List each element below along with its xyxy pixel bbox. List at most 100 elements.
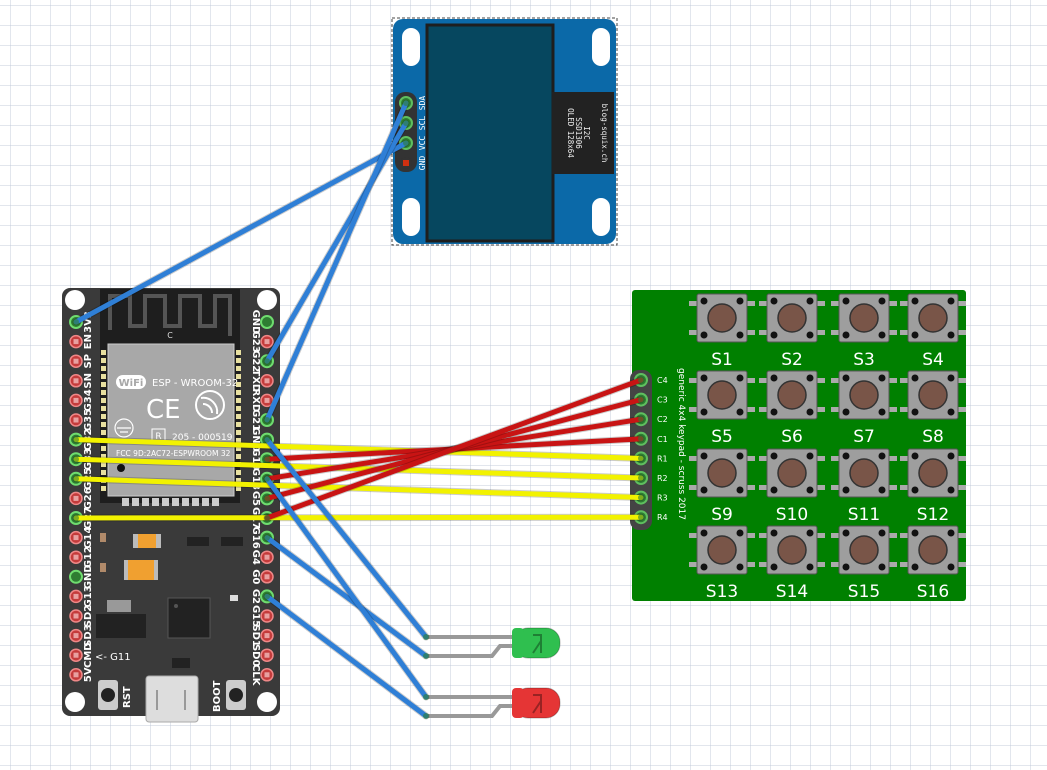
module-pad <box>101 406 106 411</box>
module-pad <box>182 498 189 506</box>
oled-pin-label: SCL <box>418 116 427 131</box>
key-s8[interactable] <box>900 370 966 420</box>
esp32-left-pin-en[interactable] <box>69 334 83 349</box>
wifi-logo-text: WiFi <box>119 378 144 389</box>
wire-esp32-3v3-to-oled-vcc[interactable] <box>72 139 410 326</box>
mount-hole <box>592 28 610 66</box>
key-s13[interactable] <box>689 525 755 575</box>
oled-display[interactable]: OLED 128x64 SSD1306 I2C blog-squix.ch SD… <box>391 17 618 246</box>
key-label: S16 <box>917 582 949 602</box>
module-pad <box>142 498 149 506</box>
wire-esp32-g32-to-keypad-r1[interactable] <box>72 436 645 462</box>
oled-pin-gnd[interactable] <box>400 157 412 169</box>
esp32-pin-label: SD1 <box>250 624 261 647</box>
esp32-left-pin-g26[interactable] <box>69 491 83 506</box>
module-pad <box>101 414 106 419</box>
esp32-pin-label: SD0 <box>250 644 261 667</box>
esp32-right-pin-sd0[interactable] <box>260 648 274 662</box>
key-s15[interactable] <box>831 525 897 575</box>
wire-esp32-g33-to-keypad-r2[interactable] <box>72 455 645 482</box>
esp32-pin-label: G13 <box>83 585 94 607</box>
rst-label: RST <box>122 686 133 708</box>
esp32-left-pin-sn[interactable] <box>69 374 83 388</box>
key-s5[interactable] <box>689 370 755 420</box>
wire-esp32-g25-to-keypad-r3[interactable] <box>72 475 645 502</box>
esp32-pin-label: G22 <box>250 350 261 372</box>
key-s2[interactable] <box>759 293 825 343</box>
esp32-devkit[interactable]: C WiFi ESP - WROOM-32 CE R 205 - 000519 … <box>62 288 280 723</box>
module-pad <box>101 470 106 475</box>
esp32-right-pin-clk[interactable] <box>260 668 274 682</box>
key-label: S2 <box>781 350 803 370</box>
wire-esp32-g2-to-red-led-cathode[interactable] <box>263 592 430 720</box>
wire-esp32-g17-to-keypad-c4[interactable] <box>263 376 645 522</box>
esp32-right-pin-g4[interactable] <box>260 550 274 564</box>
esp32-right-pin-g23[interactable] <box>260 334 274 349</box>
wire-esp32-g22-to-oled-scl[interactable] <box>263 119 410 365</box>
esp32-left-pin-sd3[interactable] <box>69 628 83 643</box>
green-led[interactable] <box>426 627 561 659</box>
module-pad <box>236 470 241 475</box>
key-s9[interactable] <box>689 448 755 498</box>
key-label: S4 <box>922 350 944 370</box>
key-s14[interactable] <box>759 525 825 575</box>
key-s11[interactable] <box>831 448 897 498</box>
power-led <box>230 595 238 601</box>
module-pad <box>172 498 179 506</box>
micro-usb-port[interactable] <box>145 675 199 723</box>
transistor <box>187 537 209 546</box>
esp32-pin-label: G35 <box>83 409 94 431</box>
esp32-left-pin-sd2[interactable] <box>69 609 83 623</box>
module-pad <box>122 498 129 506</box>
key-s16[interactable] <box>900 525 966 575</box>
esp32-pin-label: TXD <box>250 369 261 392</box>
esp32-left-pin-g14[interactable] <box>69 530 83 545</box>
esp32-right-pin-g15[interactable] <box>260 609 274 623</box>
module-pad <box>236 406 241 411</box>
esp32-right-pin-txd[interactable] <box>260 374 274 388</box>
key-label: S13 <box>706 582 738 602</box>
wire-esp32-g16-to-green-led-cathode[interactable] <box>263 534 430 660</box>
boot-button[interactable] <box>226 680 246 710</box>
key-s10[interactable] <box>759 448 825 498</box>
esp32-left-pin-sp[interactable] <box>69 354 83 368</box>
red-led[interactable] <box>426 687 561 719</box>
esp32-left-pin-gnd[interactable] <box>69 569 83 584</box>
module-pad <box>236 382 241 387</box>
keypad-pin-label: C2 <box>657 415 668 424</box>
module-pad <box>101 366 106 371</box>
wire-esp32-gnd-to-green-led-anode[interactable] <box>263 436 430 641</box>
transistor <box>221 537 243 546</box>
esp32-pin-label: RXD <box>250 389 261 413</box>
esp32-left-pin-g13[interactable] <box>69 589 83 604</box>
rst-button[interactable] <box>98 680 118 710</box>
esp32-left-pin-g35[interactable] <box>69 413 83 427</box>
keypad-pin-label: C3 <box>657 396 668 405</box>
key-label: S12 <box>917 505 949 525</box>
esp32-right-pin-g0[interactable] <box>260 570 274 584</box>
oled-pin-label: VCC <box>418 136 427 151</box>
module-name: ESP - WROOM-32 <box>152 378 238 389</box>
wire-esp32-g18-to-red-led-anode[interactable] <box>263 475 430 701</box>
key-s7[interactable] <box>831 370 897 420</box>
key-s12[interactable] <box>900 448 966 498</box>
module-pad <box>236 438 241 443</box>
key-s6[interactable] <box>759 370 825 420</box>
wire-esp32-g21-to-oled-sda[interactable] <box>263 99 410 424</box>
esp32-left-pin-g12[interactable] <box>69 550 83 564</box>
esp32-pin-label: G21 <box>250 409 261 431</box>
esp32-right-pin-sd1[interactable] <box>260 628 274 643</box>
esp32-left-pin-5v[interactable] <box>69 668 83 682</box>
wire-esp32-g27-to-keypad-r4[interactable] <box>72 513 645 522</box>
key-s3[interactable] <box>831 293 897 343</box>
key-s1[interactable] <box>689 293 755 343</box>
key-s4[interactable] <box>900 293 966 343</box>
keypad-header <box>630 370 652 530</box>
esp32-left-pin-g34[interactable] <box>69 393 83 408</box>
esp32-right-pin-gnd[interactable] <box>260 315 274 329</box>
esp32-left-pin-cmd[interactable] <box>69 648 83 662</box>
keypad-pin-label: R1 <box>657 454 668 463</box>
module-pad <box>162 498 169 506</box>
